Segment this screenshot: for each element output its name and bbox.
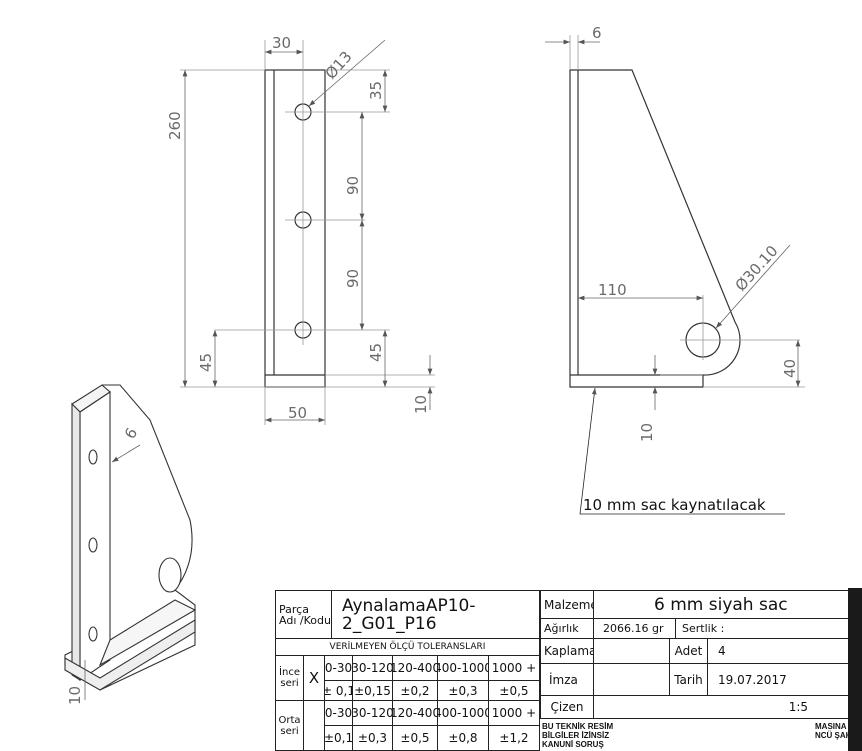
drawn-label: Çizen [540, 695, 594, 719]
dim-text: 45 [367, 343, 385, 362]
date-label: Tarih [669, 663, 708, 696]
side-view-dimensions: 6 110 Ø30.10 40 10 10 mm sac kaynatılaca… [583, 24, 799, 514]
tolerance-cell: ±0,8 [437, 725, 489, 751]
notice-line: KANUNİ SORUŞ [542, 740, 604, 749]
medium-series-label: Orta seri [275, 700, 304, 751]
tolerance-cell: 120-400 [392, 655, 438, 681]
notice-line: BİLGİLER İZİNSİZ [542, 731, 610, 740]
material-value: 6 mm siyah sac [593, 590, 849, 619]
tolerance-cell: 120-400 [392, 700, 438, 726]
tolerance-cell: 400-1000 [437, 655, 489, 681]
dim-text: 35 [367, 81, 385, 100]
part-label-line: Adı /Kodu [279, 613, 331, 627]
dim-text: 90 [344, 176, 362, 195]
qty-value: 4 [707, 638, 849, 664]
label-line: seri [280, 725, 299, 737]
tolerance-cell: 0-30 [324, 700, 353, 726]
redaction-box [645, 720, 814, 751]
tolerance-cell: 400-1000 [437, 700, 489, 726]
front-view [180, 39, 435, 425]
tolerance-cell: ±0,2 [392, 680, 438, 701]
part-name-line: AynalamaAP10- [342, 595, 476, 616]
tolerance-cell: ±0,15 [352, 680, 393, 701]
notice-left: BU TEKNİK RESİM BİLGİLER İZİNSİZ KANUNİ … [540, 718, 644, 751]
notice-right: MASINA A NCÜ ŞAHIS [815, 718, 849, 751]
coating-value [593, 638, 670, 664]
medium-series-mark [303, 700, 325, 751]
label-line: Orta [278, 714, 301, 726]
tolerance-cell: 30-120 [352, 655, 393, 681]
dim-text: 30 [272, 34, 291, 52]
dim-text: 50 [288, 404, 307, 422]
side-view [545, 35, 805, 515]
notice-line: BU TEKNİK RESİM [542, 722, 614, 731]
tolerance-cell: ±0,5 [488, 680, 540, 701]
dim-text: 6 [592, 24, 602, 42]
isometric-view [64, 384, 197, 700]
tolerance-cell: ±0,1 [324, 725, 353, 751]
qty-label: Adet [669, 638, 708, 664]
dim-text: 260 [166, 111, 184, 140]
dim-text: 10 [66, 686, 84, 705]
tolerance-header: VERİLMEYEN ÖLÇÜ TOLERANSLARI [275, 638, 540, 656]
tolerance-cell: 1000 + [488, 700, 540, 726]
tolerance-cell: 1000 + [488, 655, 540, 681]
sign-label: İmza [540, 663, 594, 696]
dim-text: 10 [412, 395, 430, 414]
part-label: Parça Adı /Kodu [275, 590, 332, 639]
notice-line: MASINA A [815, 722, 849, 731]
tolerance-cell: ±0,5 [392, 725, 438, 751]
coating-label: Kaplama [540, 638, 594, 664]
black-side-panel [848, 588, 862, 751]
tolerance-cell: ±1,2 [488, 725, 540, 751]
tolerance-cell: 0-30 [324, 655, 353, 681]
tolerance-cell: ±0,3 [437, 680, 489, 701]
weld-note: 10 mm sac kaynatılacak [583, 496, 766, 514]
tolerance-cell: ± 0,1 [324, 680, 353, 701]
fine-series-mark: X [303, 655, 325, 701]
tolerance-cell: 30-120 [352, 700, 393, 726]
weight-label: Ağırlık [540, 618, 594, 639]
fine-series-label: İnce seri [275, 655, 304, 701]
dim-text: 45 [197, 353, 215, 372]
dim-text: 90 [344, 269, 362, 288]
part-label-line: Parça [279, 602, 309, 616]
material-label: Malzeme [540, 590, 594, 619]
dim-text: 10 [638, 423, 656, 442]
front-view-dimensions: 30 Ø13 260 35 90 90 45 45 50 10 [166, 34, 430, 422]
hardness-label: Sertlik : [675, 618, 849, 639]
label-line: İnce [279, 667, 300, 678]
tolerance-cell: ±0,3 [352, 725, 393, 751]
part-name-line: 2_G01_P16 [342, 613, 437, 634]
dim-text: Ø30.10 [732, 242, 782, 295]
dim-text: 40 [781, 359, 799, 378]
part-name: AynalamaAP10- 2_G01_P16 [331, 590, 540, 639]
scale-value: 1:5 [593, 695, 849, 719]
notice-line: NCÜ ŞAHIS [815, 731, 849, 740]
weight-value: 2066.16 gr [593, 618, 676, 639]
date-value: 19.07.2017 [707, 663, 849, 696]
dim-text: Ø13 [322, 48, 356, 83]
sign-value [593, 663, 670, 696]
dim-text: 110 [598, 281, 627, 299]
label-line: seri [280, 678, 299, 689]
